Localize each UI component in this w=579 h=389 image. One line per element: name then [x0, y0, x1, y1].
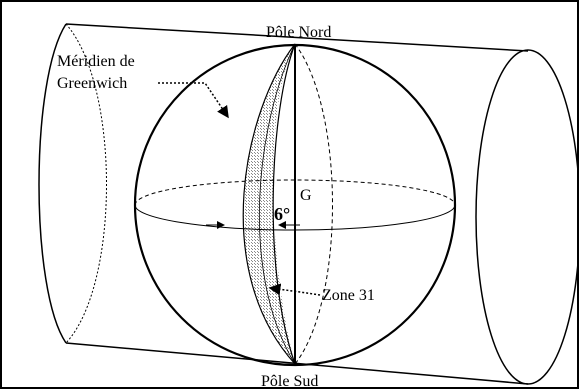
zone-31-shading: [243, 44, 295, 364]
cylinder-left-end-front: [38, 23, 67, 344]
earth-sphere: [133, 43, 457, 367]
zone-east-meridian: [272, 43, 296, 365]
equator-back: [134, 179, 456, 206]
meridian-back: [294, 43, 333, 365]
greenwich-meridian: [242, 43, 296, 365]
cylinder-left-end-back: [65, 23, 107, 344]
zone-central-meridian: [259, 43, 296, 365]
meridian-label-line1: Méridien de: [57, 53, 135, 70]
zone-angle-label: 6°: [274, 204, 290, 224]
cylinder: [38, 23, 579, 385]
zone-leader: [268, 283, 321, 296]
cylinder-bottom-edge: [65, 342, 529, 385]
cylinder-top-edge: [65, 23, 529, 52]
north-pole-label: Pôle Nord: [266, 24, 331, 41]
south-pole-label: Pôle Sud: [261, 373, 318, 389]
zone-name-label: Zone 31: [322, 287, 375, 304]
meridian-leader: [158, 82, 229, 119]
meridian-label-line2: Greenwich: [57, 75, 127, 92]
center-label: G: [300, 187, 312, 204]
cylinder-right-end: [475, 49, 579, 385]
